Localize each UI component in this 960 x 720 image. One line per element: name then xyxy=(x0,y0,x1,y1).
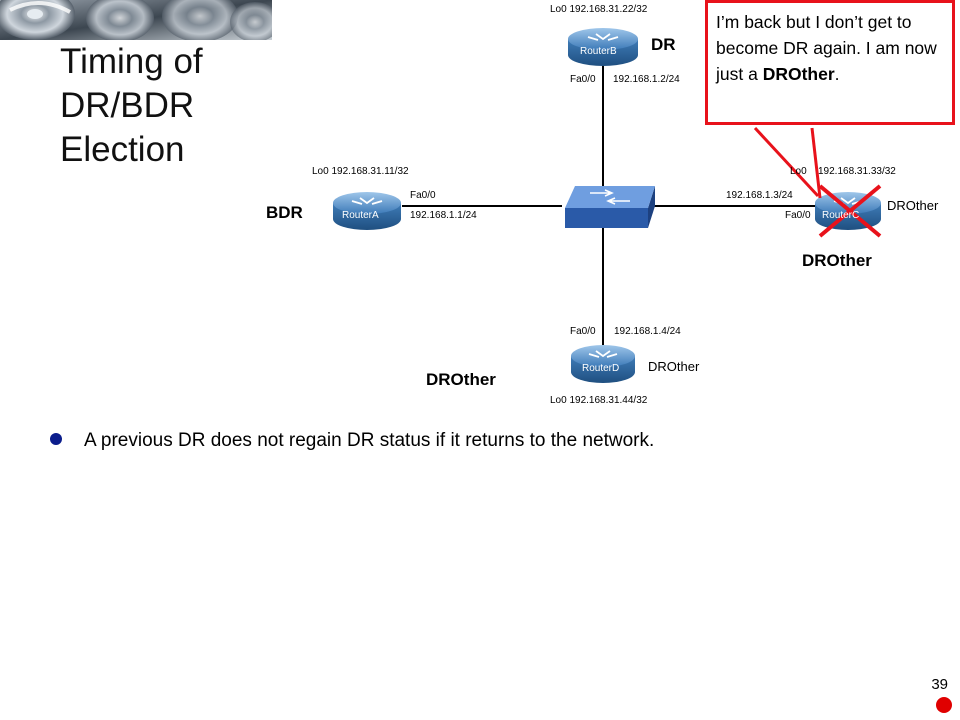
router-d-icon xyxy=(571,345,635,383)
router-c-state: DROther xyxy=(887,198,939,213)
router-a-icon xyxy=(333,192,401,230)
router-d-state: DROther xyxy=(648,359,700,374)
role-label-c: DROther xyxy=(802,251,872,270)
router-b-loopback: Lo0 192.168.31.22/32 xyxy=(550,4,648,15)
slide-marker-icon xyxy=(936,697,952,713)
router-b-icon xyxy=(568,28,638,66)
router-c-loopback-ip: 192.168.31.33/32 xyxy=(818,166,896,177)
router-a-loopback: Lo0 192.168.31.11/32 xyxy=(312,166,409,177)
router-d-loopback: Lo0 192.168.31.44/32 xyxy=(550,395,648,406)
bullet-icon xyxy=(50,432,62,445)
callout-bold: DROther xyxy=(762,64,835,84)
router-a-ip: 192.168.1.1/24 xyxy=(410,210,477,221)
router-c-interface: Fa0/0 xyxy=(785,210,811,221)
network-diagram xyxy=(333,28,882,383)
router-a-interface: Fa0/0 xyxy=(410,190,436,201)
router-b-interface: Fa0/0 xyxy=(570,74,596,85)
callout-end: . xyxy=(834,64,840,84)
router-d-interface: Fa0/0 xyxy=(570,326,596,337)
title-line-1: Timing of xyxy=(60,42,203,81)
bullet-item: A previous DR does not regain DR status … xyxy=(50,430,654,452)
title-line-3: Election xyxy=(60,130,185,169)
callout-pointer-right xyxy=(810,127,822,199)
title-line-2: DR/BDR xyxy=(60,86,195,125)
cross-out-icon xyxy=(818,184,882,238)
router-c-name: RouterC xyxy=(822,210,860,221)
router-b-ip: 192.168.1.2/24 xyxy=(613,74,680,85)
page-number: 39 xyxy=(931,676,948,693)
callout-text: I’m back but I don’t get to become DR ag… xyxy=(716,12,937,84)
router-b-name: RouterB xyxy=(580,46,617,57)
bullet-text: A previous DR does not regain DR status … xyxy=(84,430,655,451)
role-label-bdr: BDR xyxy=(266,203,303,222)
callout-pointer-left xyxy=(753,126,820,198)
router-d-ip: 192.168.1.4/24 xyxy=(614,326,681,337)
callout-box: I’m back but I don’t get to become DR ag… xyxy=(705,0,955,125)
router-c-loopback-label: Lo0 xyxy=(790,166,807,177)
router-c-ip: 192.168.1.3/24 xyxy=(726,190,793,201)
header-image xyxy=(0,0,272,40)
router-a-name: RouterA xyxy=(342,210,379,221)
router-d-name: RouterD xyxy=(582,363,620,374)
switch-icon xyxy=(565,186,655,228)
page-title: Timing of DR/BDR Election xyxy=(60,40,203,172)
role-label-d: DROther xyxy=(426,370,496,389)
role-label-dr: DR xyxy=(651,35,676,54)
